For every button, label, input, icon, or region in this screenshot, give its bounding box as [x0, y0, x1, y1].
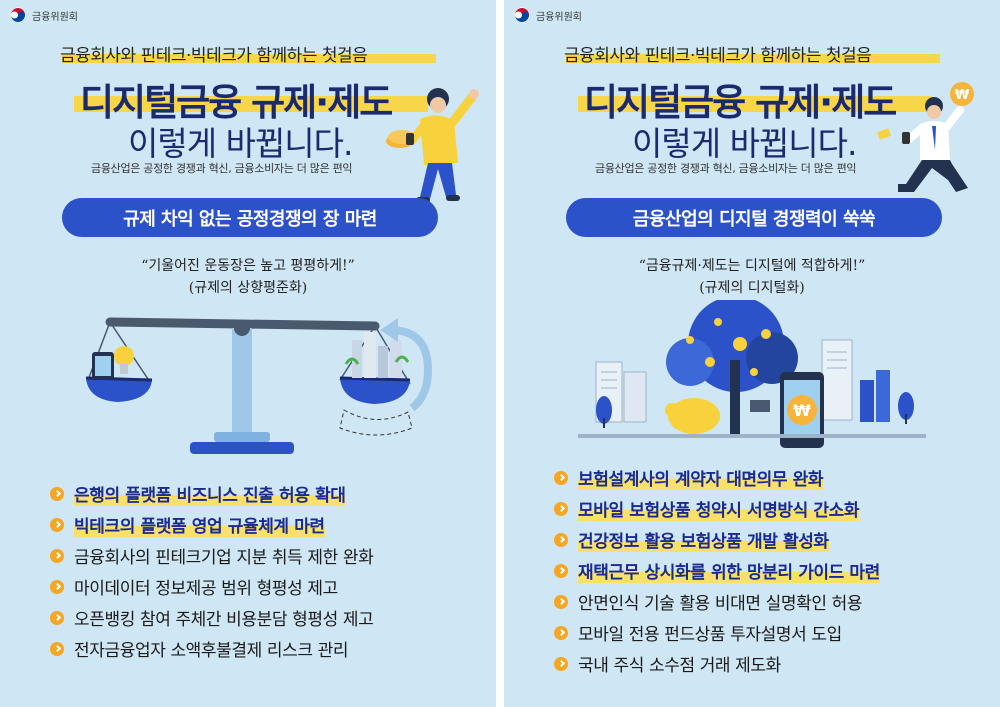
- check-bullet-icon: [554, 625, 568, 640]
- org-name: 금융위원회: [32, 11, 78, 23]
- main-title: 디지털금융 규제·제도: [80, 81, 393, 124]
- subtitle-highlight: [62, 54, 436, 63]
- check-bullet-icon: [50, 517, 64, 532]
- quote-line2: (규제의 디지털화): [699, 280, 805, 296]
- list-item: 전자금융업자 소액후불결제 리스크 관리: [50, 633, 373, 664]
- list-item: 재택근무 상시화를 위한 망분리 가이드 마련: [554, 555, 880, 586]
- quote-line2: (규제의 상향평준화): [188, 280, 308, 296]
- subtitle: 금융회사와 핀테크·빅테크가 함께하는 첫걸음: [60, 46, 368, 66]
- list-item: 오픈뱅킹 참여 주체간 비용분담 형평성 제고: [50, 602, 374, 633]
- list-item: 안면인식 기술 활용 비대면 실명확인 허용: [554, 586, 880, 617]
- list-item: 모바일 전용 펀드상품 투자설명서 도입: [554, 617, 880, 648]
- fsc-logo: 금융위원회: [514, 7, 582, 23]
- check-bullet-icon: [554, 501, 568, 516]
- check-bullet-icon: [50, 548, 64, 563]
- title-highlight: [74, 96, 428, 112]
- title-highlight: [578, 96, 932, 112]
- list-item: 보험설계사의 계약자 대면의무 완화: [554, 462, 880, 493]
- description: 금융산업은 공정한 경쟁과 혁신, 금융소비자는 더 많은 편익: [595, 162, 857, 175]
- section-heading: 규제 차익 없는 공정경쟁의 장 마련: [62, 198, 438, 237]
- reform-list: 은행의 플랫폼 비즈니스 진출 허용 확대 빅테크의 플랫폼 영업 규율체계 마…: [50, 478, 374, 664]
- businessman-character-icon: ₩: [878, 82, 974, 192]
- panel-fair-competition: 금융위원회 금융회사와 핀테크·빅테크가 함께하는 첫걸음 디지털금융 규제·제…: [0, 0, 496, 707]
- check-bullet-icon: [50, 486, 64, 501]
- money-tree-icon: ₩: [578, 300, 926, 448]
- check-bullet-icon: [554, 656, 568, 671]
- section-heading: 금융산업의 디지털 경쟁력이 쑥쑥: [566, 198, 942, 237]
- quote-line1: “금융규제·제도는 디지털에 적합하게!”: [638, 258, 866, 274]
- subtitle: 금융회사와 핀테크·빅테크가 함께하는 첫걸음: [564, 46, 872, 66]
- taegeuk-logo-icon: [10, 7, 26, 23]
- list-item: 마이데이터 정보제공 범위 형평성 제고: [50, 571, 373, 602]
- fsc-logo: 금융위원회: [10, 7, 78, 23]
- description: 금융산업은 공정한 경쟁과 혁신, 금융소비자는 더 많은 편익: [91, 162, 353, 175]
- balance-scale-icon: [85, 317, 433, 454]
- main-title-line2: 이렇게 바뀝니다.: [128, 124, 353, 163]
- list-item: 빅테크의 플랫폼 영업 규율체계 마련: [50, 509, 373, 540]
- quote: “기울어진 운동장은 높고 평평하게!” (규제의 상향평준화): [0, 255, 496, 299]
- list-item: 모바일 보험상품 청약시 서명방식 간소화: [554, 493, 880, 524]
- quote: “금융규제·제도는 디지털에 적합하게!” (규제의 디지털화): [504, 255, 1000, 299]
- quote-line1: “기울어진 운동장은 높고 평평하게!”: [141, 258, 355, 274]
- list-item: 은행의 플랫폼 비즈니스 진출 허용 확대: [50, 478, 373, 509]
- list-item: 건강정보 활용 보험상품 개발 활성화: [554, 524, 880, 555]
- panel-digital-competitiveness: 금융위원회 금융회사와 핀테크·빅테크가 함께하는 첫걸음 디지털금융 규제·제…: [504, 0, 1000, 707]
- check-bullet-icon: [554, 470, 568, 485]
- svg-text:₩: ₩: [955, 88, 970, 103]
- reform-list: 보험설계사의 계약자 대면의무 완화 모바일 보험상품 청약시 서명방식 간소화…: [554, 462, 880, 679]
- woman-character-icon: [386, 88, 479, 203]
- main-title: 디지털금융 규제·제도: [584, 81, 897, 124]
- subtitle-highlight: [566, 54, 940, 63]
- list-item: 금융회사의 핀테크기업 지분 취득 제한 완화: [50, 540, 374, 571]
- main-title-line2: 이렇게 바뀝니다.: [632, 124, 857, 163]
- svg-text:₩: ₩: [793, 401, 811, 420]
- check-bullet-icon: [50, 641, 64, 656]
- check-bullet-icon: [554, 532, 568, 547]
- check-bullet-icon: [554, 594, 568, 609]
- check-bullet-icon: [554, 563, 568, 578]
- taegeuk-logo-icon: [514, 7, 530, 23]
- check-bullet-icon: [50, 610, 64, 625]
- list-item: 국내 주식 소수점 거래 제도화: [554, 648, 880, 679]
- org-name: 금융위원회: [536, 11, 582, 23]
- check-bullet-icon: [50, 579, 64, 594]
